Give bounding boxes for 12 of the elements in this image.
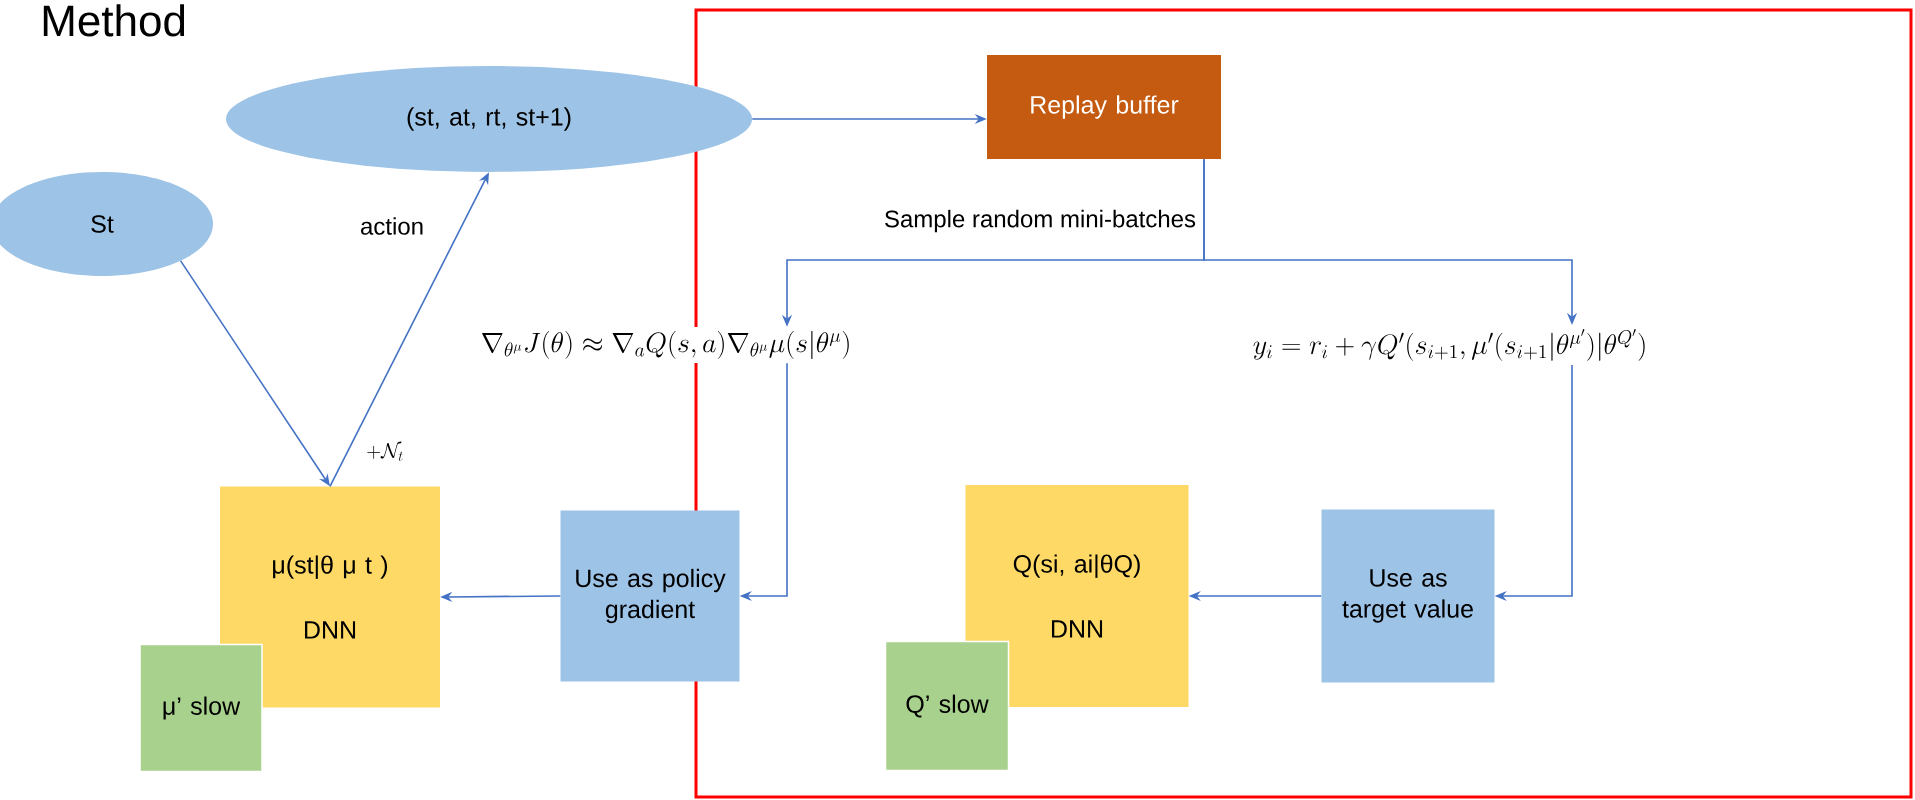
slow-network-box: μ’ slow — [139, 643, 263, 773]
edge-label: Sample random mini-batches — [881, 207, 1199, 235]
process-box: Use as policy gradient — [560, 510, 740, 682]
edge-label: action — [358, 215, 427, 237]
process-box: Use as target value — [1321, 509, 1495, 683]
buffer-box: Replay buffer — [987, 55, 1221, 159]
noise-label: $+\mathcal{N}_t$ — [367, 441, 403, 461]
formula: $\nabla_{\theta^\mu} J(\theta) \approx \nabla_a Q(s,a) \nabla_{\theta^\mu} \mu(s|\theta^\mu)$ — [476, 327, 856, 363]
title: Method — [43, 4, 185, 37]
formula: $y_i = r_i + \gamma Q'(s_{i+1}, \mu'(s_{i+1}|\theta^{\mu'})|\theta^{Q'})$ — [1248, 325, 1652, 365]
ellipse-node: (st, at, rt, st+1) — [225, 66, 753, 172]
slow-network-box: Q’ slow — [884, 640, 1010, 772]
